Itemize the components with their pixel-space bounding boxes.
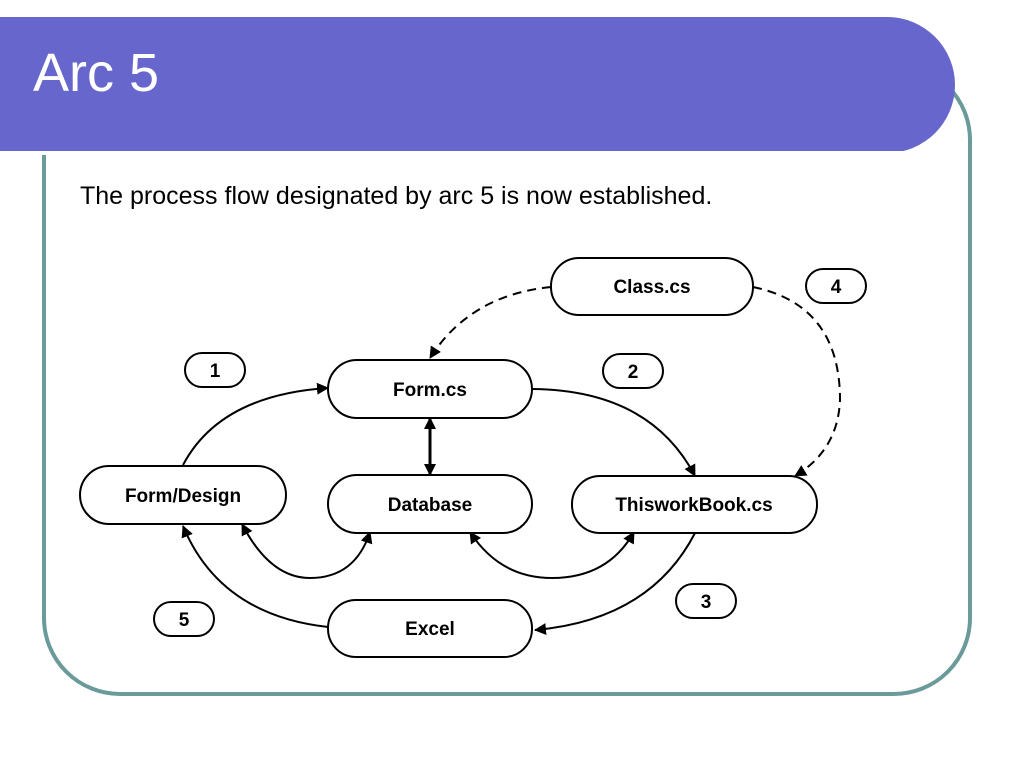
arc-database-thisworkbook (469, 531, 635, 580)
title-bar (0, 17, 955, 155)
node-form-cs: Form.cs (327, 359, 533, 419)
arc-formdesign-database (241, 523, 373, 580)
node-class-cs-label: Class.cs (613, 277, 690, 298)
title-underline (0, 151, 905, 155)
arc-5-excel-to-formdesign (181, 525, 329, 628)
arc-label-1: 1 (184, 352, 246, 388)
node-form-cs-label: Form.cs (393, 380, 467, 401)
arc-label-5-text: 5 (179, 610, 190, 631)
arc-label-5: 5 (153, 601, 215, 637)
node-database-label: Database (388, 495, 473, 516)
arc-class-to-form (429, 286, 552, 359)
arc-label-4: 4 (805, 268, 867, 304)
node-excel-label: Excel (405, 619, 455, 640)
arc-label-4-text: 4 (831, 277, 842, 298)
slide-body-text: The process flow designated by arc 5 is … (80, 182, 713, 210)
arc-label-3: 3 (675, 583, 737, 619)
slide-title: Arc 5 (33, 43, 160, 103)
arc-label-3-text: 3 (701, 592, 712, 613)
arc-label-2-text: 2 (628, 362, 639, 383)
node-thisworkbook-cs-label: ThisworkBook.cs (615, 495, 772, 516)
arc-2-form-to-thisworkbook (531, 388, 696, 477)
node-form-design: Form/Design (79, 465, 287, 525)
arc-label-2: 2 (602, 353, 664, 389)
node-class-cs: Class.cs (550, 257, 754, 316)
node-form-design-label: Form/Design (125, 486, 241, 507)
node-excel: Excel (327, 599, 533, 658)
node-database: Database (327, 474, 533, 534)
node-thisworkbook-cs: ThisworkBook.cs (571, 475, 818, 534)
arc-label-1-text: 1 (210, 361, 221, 382)
arc-class-to-thisworkbook (752, 286, 842, 477)
arc-1-formdesign-to-form (182, 382, 329, 466)
arc-3-thisworkbook-to-excel (534, 532, 696, 636)
